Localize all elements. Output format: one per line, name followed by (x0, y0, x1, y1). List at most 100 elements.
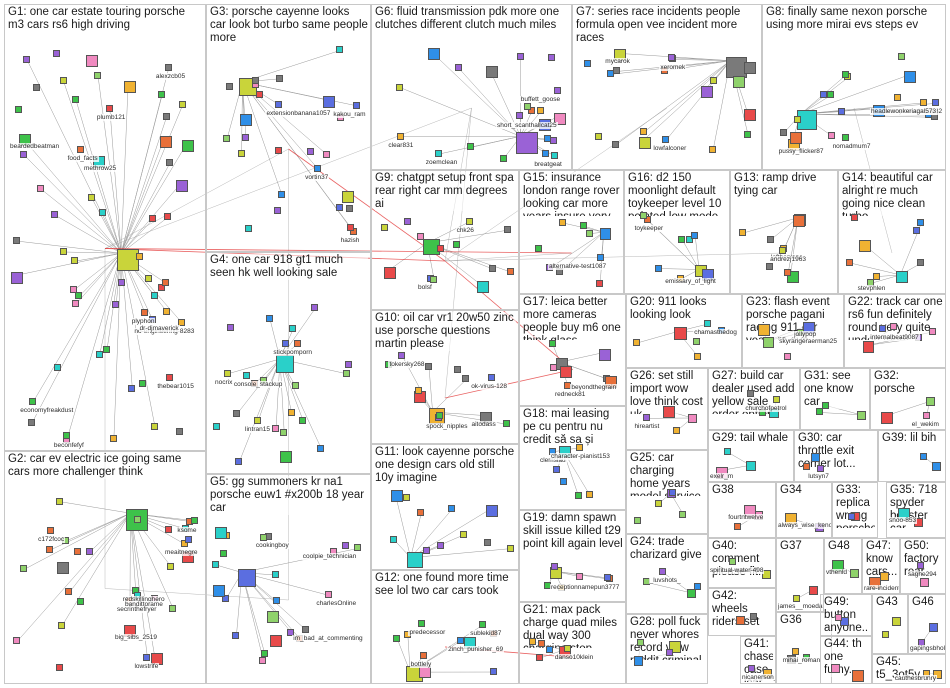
node-avatar[interactable] (863, 341, 874, 352)
node-avatar[interactable] (560, 478, 567, 485)
node-avatar[interactable] (529, 638, 536, 645)
node-avatar[interactable] (809, 586, 818, 595)
node-avatar[interactable] (586, 230, 593, 237)
node-avatar[interactable] (396, 84, 403, 91)
node-avatar[interactable] (560, 366, 572, 378)
node-avatar[interactable] (896, 271, 908, 283)
node-avatar[interactable] (243, 372, 250, 379)
node-avatar[interactable] (336, 204, 343, 211)
node-avatar[interactable] (354, 544, 361, 551)
node-avatar[interactable] (663, 406, 675, 418)
node-avatar[interactable] (857, 411, 866, 420)
node-avatar[interactable] (890, 323, 897, 330)
node-avatar[interactable] (920, 578, 929, 587)
node-avatar[interactable] (454, 366, 461, 373)
node-avatar[interactable] (20, 565, 27, 572)
node-avatar[interactable] (96, 351, 103, 358)
node-avatar[interactable] (537, 107, 544, 114)
node-avatar[interactable] (673, 427, 680, 434)
node-avatar[interactable] (86, 55, 98, 67)
node-avatar[interactable] (54, 364, 61, 371)
node-avatar[interactable] (488, 374, 495, 381)
node-avatar[interactable] (674, 327, 687, 340)
node-avatar[interactable] (600, 228, 612, 240)
node-avatar[interactable] (106, 105, 113, 112)
node-avatar[interactable] (597, 254, 604, 261)
node-avatar[interactable] (758, 324, 770, 336)
node-avatar[interactable] (428, 48, 440, 60)
node-avatar[interactable] (551, 563, 558, 570)
node-avatar[interactable] (507, 268, 514, 275)
node-avatar[interactable] (604, 574, 611, 581)
node-avatar[interactable] (139, 380, 146, 387)
node-avatar[interactable] (739, 229, 746, 236)
node-avatar[interactable] (47, 527, 54, 534)
node-avatar[interactable] (407, 552, 423, 568)
node-avatar[interactable] (353, 102, 360, 109)
node-avatar[interactable] (276, 75, 283, 82)
node-avatar[interactable] (842, 71, 849, 78)
node-avatar[interactable] (302, 626, 309, 633)
node-avatar[interactable] (169, 605, 176, 612)
node-avatar[interactable] (227, 324, 234, 331)
node-avatar[interactable] (267, 611, 279, 623)
node-avatar[interactable] (709, 146, 716, 153)
node-avatar[interactable] (920, 453, 927, 460)
node-avatar[interactable] (65, 588, 72, 595)
node-avatar[interactable] (235, 458, 242, 465)
node-avatar[interactable] (828, 132, 835, 139)
node-avatar[interactable] (346, 205, 353, 212)
node-avatar[interactable] (880, 572, 889, 581)
node-avatar[interactable] (842, 134, 849, 141)
node-avatar[interactable] (299, 417, 306, 424)
node-avatar[interactable] (99, 209, 106, 216)
node-avatar[interactable] (261, 650, 268, 657)
node-avatar[interactable] (917, 259, 924, 266)
node-avatar[interactable] (668, 54, 675, 61)
node-avatar[interactable] (323, 96, 335, 108)
node-avatar[interactable] (486, 66, 498, 78)
node-avatar[interactable] (342, 542, 349, 549)
node-avatar[interactable] (904, 71, 916, 83)
node-avatar[interactable] (381, 224, 388, 231)
node-avatar[interactable] (391, 490, 403, 502)
node-avatar[interactable] (266, 315, 273, 322)
node-avatar[interactable] (23, 56, 30, 63)
node-avatar[interactable] (238, 569, 256, 587)
node-avatar[interactable] (311, 304, 318, 311)
node-avatar[interactable] (71, 257, 78, 264)
node-avatar[interactable] (479, 621, 486, 628)
node-avatar[interactable] (929, 623, 938, 632)
node-avatar[interactable] (160, 136, 172, 148)
node-avatar[interactable] (575, 492, 582, 499)
node-avatar[interactable] (226, 83, 233, 90)
node-avatar[interactable] (500, 155, 507, 162)
node-avatar[interactable] (920, 99, 927, 106)
node-avatar[interactable] (232, 632, 239, 639)
node-avatar[interactable] (766, 263, 773, 270)
node-avatar[interactable] (15, 106, 22, 113)
node-avatar[interactable] (56, 498, 63, 505)
node-avatar[interactable] (784, 269, 791, 276)
node-avatar[interactable] (462, 375, 469, 382)
node-avatar[interactable] (691, 232, 698, 239)
node-avatar[interactable] (793, 215, 805, 227)
node-avatar[interactable] (307, 148, 314, 155)
node-avatar[interactable] (744, 62, 756, 74)
node-avatar[interactable] (701, 86, 713, 98)
node-avatar[interactable] (166, 374, 173, 381)
node-avatar[interactable] (655, 265, 662, 272)
node-avatar[interactable] (554, 87, 561, 94)
node-avatar[interactable] (773, 396, 780, 403)
node-avatar[interactable] (679, 511, 686, 518)
node-avatar[interactable] (56, 664, 63, 671)
node-avatar[interactable] (898, 53, 905, 60)
node-avatar[interactable] (550, 364, 557, 371)
node-avatar[interactable] (270, 635, 282, 647)
node-avatar[interactable] (393, 635, 400, 642)
node-avatar[interactable] (704, 320, 711, 327)
node-avatar[interactable] (134, 516, 141, 523)
node-avatar[interactable] (276, 355, 294, 373)
node-avatar[interactable] (490, 668, 497, 675)
node-avatar[interactable] (744, 109, 756, 121)
